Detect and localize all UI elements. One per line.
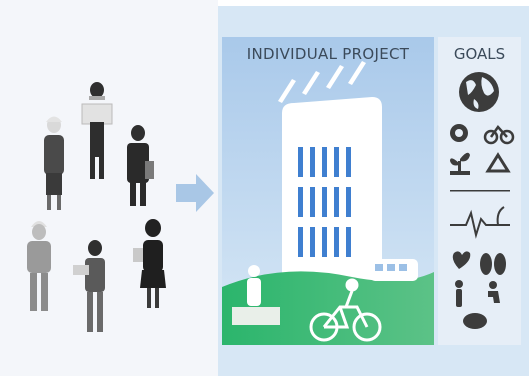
heartbeat-plant-icon bbox=[450, 206, 510, 239]
worker-woman-hardhat-icon bbox=[44, 116, 64, 210]
right-arrow-icon bbox=[176, 174, 214, 212]
stakeholders-illustration bbox=[27, 82, 166, 332]
office-building-icon bbox=[282, 97, 382, 287]
person-with-laptop-icon bbox=[73, 240, 105, 332]
globe-icon bbox=[459, 72, 499, 112]
goals-title: GOALS bbox=[453, 45, 506, 63]
individual-project-box: INDIVIDUAL PROJECT bbox=[222, 37, 434, 345]
sitting-person-icon bbox=[488, 281, 500, 303]
cyclist-icon bbox=[309, 278, 382, 342]
project-illustration bbox=[222, 37, 434, 345]
construction-worker-icon bbox=[27, 221, 51, 311]
gardener-icon bbox=[232, 265, 280, 325]
goals-divider bbox=[450, 190, 510, 192]
lungs-icon bbox=[480, 253, 506, 275]
architect-with-plans-icon bbox=[81, 82, 113, 179]
goals-icons bbox=[450, 72, 515, 329]
engineer-with-briefcase-icon bbox=[127, 125, 154, 206]
solar-panels-icon bbox=[278, 61, 366, 103]
body-silhouette-icon bbox=[455, 280, 463, 307]
seedling-icon bbox=[450, 152, 470, 175]
brain-icon bbox=[463, 313, 487, 329]
sun-gear-icon bbox=[450, 124, 468, 142]
bicycle-icon bbox=[483, 124, 515, 145]
heart-organ-icon bbox=[452, 251, 471, 269]
project-title: INDIVIDUAL PROJECT bbox=[246, 45, 410, 63]
goals-box: GOALS bbox=[438, 37, 521, 345]
businesswoman-with-clipboard-icon bbox=[133, 219, 166, 308]
recycle-icon bbox=[485, 152, 511, 173]
tram-icon bbox=[370, 259, 418, 281]
